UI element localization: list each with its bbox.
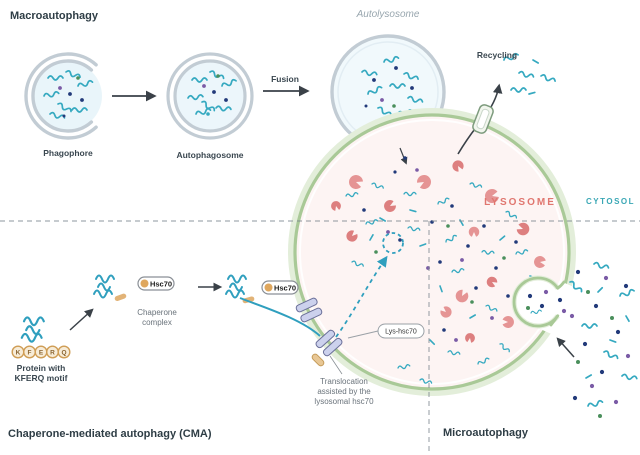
phagophore-diagram <box>24 52 102 140</box>
protein-kferq-label-line1: Protein with <box>17 363 66 373</box>
chaperone-complex-label-line2: complex <box>142 318 172 327</box>
hsc70-label: Hsc70 <box>150 280 172 289</box>
neck-transfer <box>393 147 419 174</box>
lys-hsc70-tag: Lys-hsc70 <box>347 323 425 339</box>
translocation-label-line3: lysosomal hsc70 <box>314 397 374 406</box>
translocation-label-line1: Translocation <box>320 377 368 386</box>
cytosol-particles <box>556 261 638 418</box>
hsc70-pill <box>137 276 175 291</box>
lys-hsc70-subunit <box>311 353 325 367</box>
microautophagy-pocket <box>511 275 576 336</box>
fusion-label: Fusion <box>271 74 299 84</box>
cma-title: Chaperone-mediated autophagy (CMA) <box>8 428 212 440</box>
autophagosome-diagram <box>166 52 254 140</box>
kferq-letter: E <box>39 350 44 357</box>
phagophore-label: Phagophore <box>43 148 93 158</box>
translocon-channel-a <box>295 297 323 323</box>
recycling-label: Recycling <box>477 50 517 60</box>
kferq-letter: F <box>28 350 32 357</box>
engulfment-arrow <box>556 337 575 358</box>
protein-kferq-label-line2: KFERQ motif <box>15 373 68 383</box>
translocation-label-line2: assisted by the <box>317 387 371 396</box>
cma-chaperone-complex-1: Hsc70 <box>93 274 175 301</box>
lysosome-dots <box>362 204 518 342</box>
kferq-letter: K <box>16 350 21 357</box>
unfolded-protein-thread <box>239 297 321 337</box>
microautophagy-title: Microautophagy <box>443 427 529 439</box>
lysosome-label: LYSOSOME <box>484 197 556 208</box>
kferq-motif: K F E R Q <box>11 345 71 359</box>
lysosome-body <box>288 108 576 396</box>
translocon-channel-b <box>315 329 343 357</box>
macroautophagy-title: Macroautophagy <box>10 10 99 22</box>
cma-chaperone-complex-2: Hsc70 <box>225 274 299 304</box>
cma-arrow-1 <box>69 308 94 331</box>
membrane-transporter <box>472 104 494 134</box>
cytosol-label: CYTOSOL <box>586 197 635 206</box>
kferq-letter: Q <box>61 350 66 357</box>
autolysosome-label: Autolysosome <box>356 9 420 20</box>
cma-protein-stage1: K F E R Q <box>11 316 71 359</box>
refolding-protein <box>335 232 404 338</box>
chaperone-complex-label-line1: Chaperone <box>137 308 177 317</box>
hsc70-pill <box>261 280 299 295</box>
hsc70-label: Hsc70 <box>274 284 296 293</box>
autophagosome-label: Autophagosome <box>176 150 243 160</box>
lys-hsc70-label: Lys-hsc70 <box>385 329 417 336</box>
translocation-leader-line <box>329 355 343 375</box>
quadrant-dividers <box>0 220 640 455</box>
kferq-letter: R <box>50 350 55 357</box>
